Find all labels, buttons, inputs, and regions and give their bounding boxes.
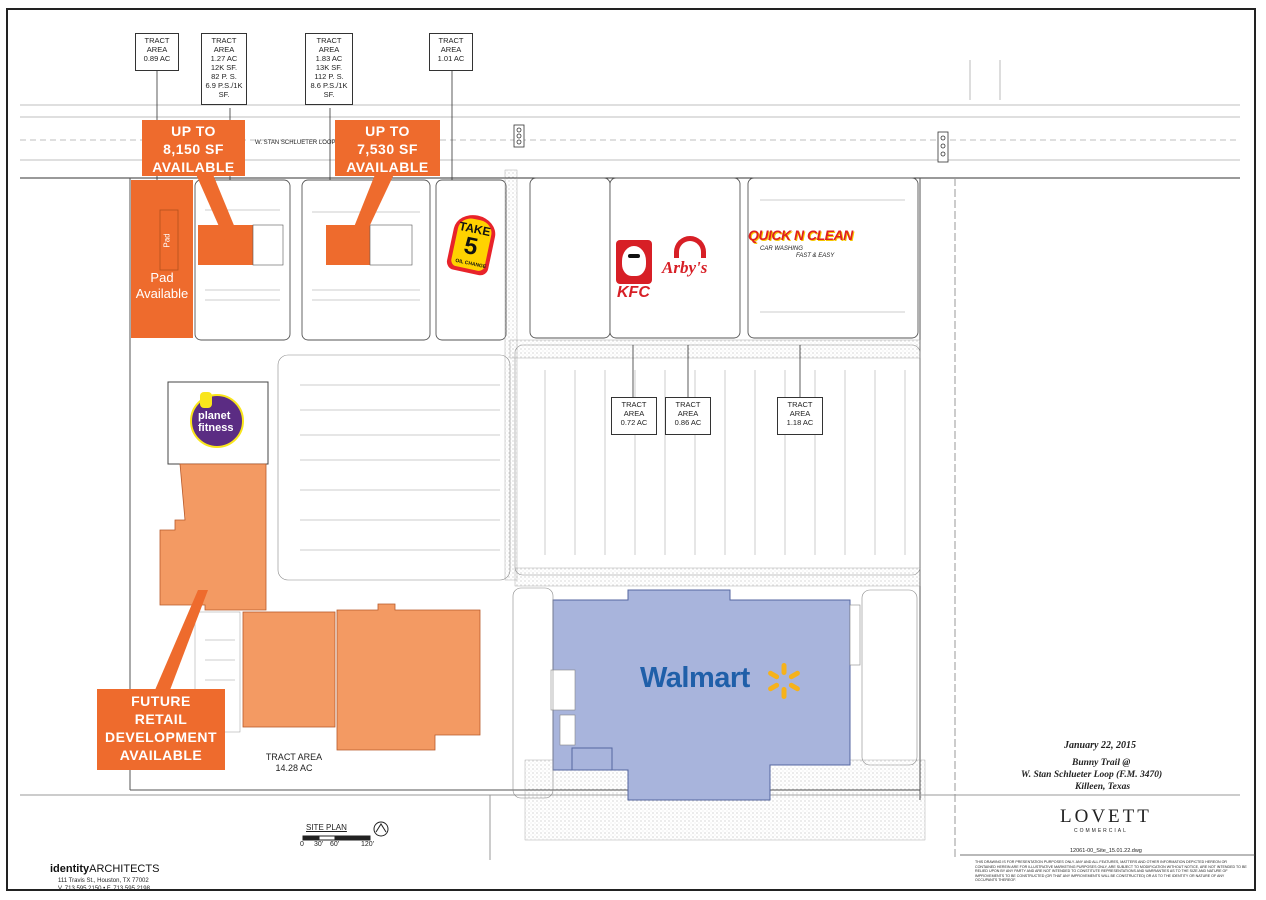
scale-label-60: 60'	[330, 841, 340, 848]
disclaimer: THIS DRAWING IS FOR PRESENTATION PURPOSE…	[975, 860, 1247, 883]
info-line1: Bunny Trail @	[1072, 758, 1131, 768]
lovett-sub: COMMERCIAL	[1074, 828, 1128, 834]
traffic-signal-icon	[513, 124, 949, 163]
kfc-logo: KFC	[612, 240, 658, 306]
architect-logo: identityARCHITECTS	[50, 863, 160, 875]
callout-pointers	[155, 172, 395, 690]
quick-n-clean-logo: QUICK N CLEAN CAR WASHING FAST & EASY	[748, 227, 853, 259]
walmart-building	[552, 589, 851, 801]
scale-bar	[302, 835, 371, 841]
walmart-cart-corrals	[550, 604, 861, 746]
take5-logo: TAKE 5 OIL CHANGE	[445, 211, 499, 277]
site-plan-title: SITE PLAN	[306, 823, 347, 832]
future-retail-buildings	[159, 463, 481, 751]
arbys-hat-icon	[674, 236, 706, 258]
planet-fitness-icon	[190, 394, 244, 448]
architect-phone: V. 713.595.2150 • F. 713.595.2198	[58, 886, 150, 892]
scale-label-30: 30'	[314, 841, 324, 848]
walmart-spark-icon	[768, 663, 800, 699]
main-parking	[277, 344, 921, 581]
lovett-logo: LOVETT	[1060, 806, 1152, 827]
pad-vertical-label: Pad	[162, 233, 172, 248]
walmart-logo: Walmart	[640, 660, 810, 704]
pad-area	[131, 180, 193, 338]
arbys-logo: Arby's	[660, 236, 720, 292]
planet-fitness-logo: planet fitness	[190, 392, 248, 452]
scale-label-0: 0	[300, 841, 304, 848]
scale-label-120: 120'	[361, 841, 375, 848]
road-name: W. STAN SCHLUETER LOOP (F.M. 3470)	[255, 140, 368, 146]
architect-address: 111 Travis St., Houston, TX 77002	[58, 878, 149, 884]
colonel-icon	[622, 246, 646, 276]
drawing-file: 12061-00_Site_15.01.22.dwg	[1070, 848, 1142, 854]
info-date: January 22, 2015	[1064, 740, 1136, 751]
info-line2: W. Stan Schlueter Loop (F.M. 3470)	[1021, 770, 1163, 780]
info-line3: Killeen, Texas	[1075, 782, 1131, 792]
north-arrow-icon	[373, 821, 389, 837]
